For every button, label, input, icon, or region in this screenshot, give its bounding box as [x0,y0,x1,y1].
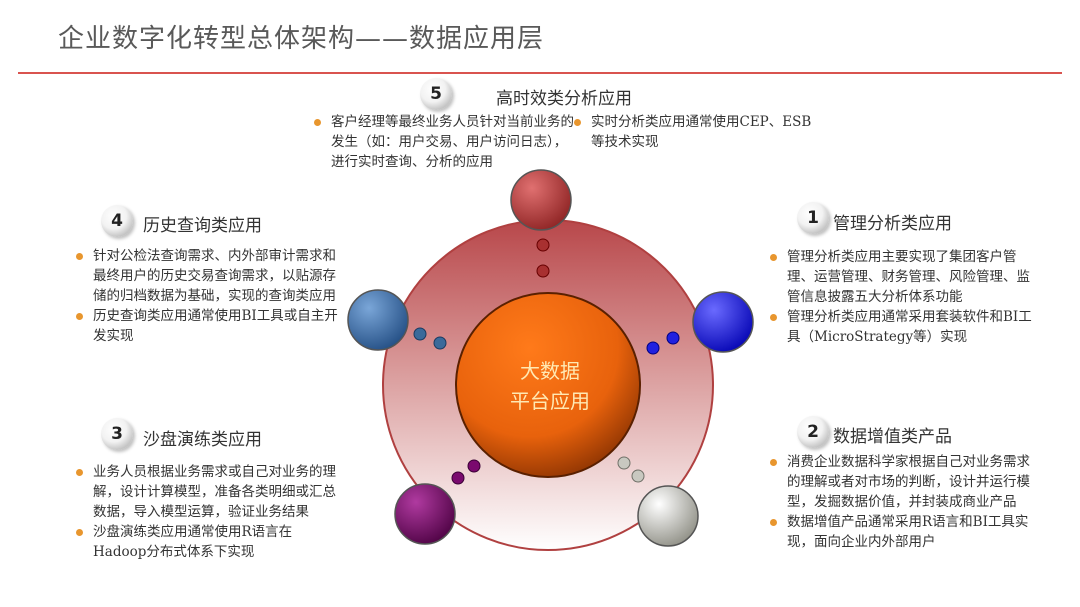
connector-dot [617,456,631,470]
connector-dot [536,264,550,278]
list-item: 实时分析类应用通常使用CEP、ESB等技术实现 [572,112,816,152]
node-management-analysis [692,291,754,353]
list-high-timeliness-right: 实时分析类应用通常使用CEP、ESB等技术实现 [572,112,816,152]
node-high-timeliness [510,169,572,231]
list-history-query: 针对公检法查询需求、内外部审计需求和最终用户的历史交易查询需求，以贴源存储的归档… [74,246,342,346]
list-sandbox: 业务人员根据业务需求或自己对业务的理解，设计计算模型，准备各类明细或汇总数据，导… [74,462,344,562]
node-history-query [347,289,409,351]
title-divider [18,72,1062,74]
list-item: 沙盘演练类应用通常使用R语言在Hadoop分布式体系下实现 [74,522,344,562]
center-label-line2: 平台应用 [510,389,590,413]
connector-dot [666,331,680,345]
heading-value-added: 数据增值类产品 [833,427,952,447]
list-item: 管理分析类应用通常采用套装软件和BI工具（MicroStrategy等）实现 [768,307,1040,347]
list-item: 消费企业数据科学家根据自己对业务需求的理解或者对市场的判断，设计并运行模型，发掘… [768,452,1040,512]
heading-management-analysis: 管理分析类应用 [833,214,952,234]
connector-dot [451,471,465,485]
list-item: 管理分析类应用主要实现了集团客户管理、运营管理、财务管理、风险管理、监管信息披露… [768,247,1040,307]
number-badge-2: 2 [797,416,829,448]
center-label: 大数据 平台应用 [470,356,630,416]
number-badge-1: 1 [797,202,829,234]
node-sandbox [394,483,456,545]
page-title: 企业数字化转型总体架构——数据应用层 [58,24,545,54]
number-badge-5: 5 [420,78,452,110]
connector-dot [413,327,427,341]
list-high-timeliness-left: 客户经理等最终业务人员针对当前业务的发生（如：用户交易、用户访问日志），进行实时… [312,112,580,172]
heading-sandbox: 沙盘演练类应用 [143,430,262,450]
connector-dot [433,336,447,350]
center-label-line1: 大数据 [520,359,580,383]
connector-dot [536,238,550,252]
connector-dot [467,459,481,473]
list-item: 针对公检法查询需求、内外部审计需求和最终用户的历史交易查询需求，以贴源存储的归档… [74,246,342,306]
list-item: 业务人员根据业务需求或自己对业务的理解，设计计算模型，准备各类明细或汇总数据，导… [74,462,344,522]
node-value-added [637,485,699,547]
number-badge-3: 3 [101,418,133,450]
list-item: 客户经理等最终业务人员针对当前业务的发生（如：用户交易、用户访问日志），进行实时… [312,112,580,172]
list-item: 数据增值产品通常采用R语言和BI工具实现，面向企业内外部用户 [768,512,1040,552]
list-item: 历史查询类应用通常使用BI工具或自主开发实现 [74,306,342,346]
connector-dot [646,341,660,355]
connector-dot [631,469,645,483]
center-hub [455,292,641,478]
list-management-analysis: 管理分析类应用主要实现了集团客户管理、运营管理、财务管理、风险管理、监管信息披露… [768,247,1040,347]
heading-high-timeliness: 高时效类分析应用 [496,89,632,109]
list-value-added: 消费企业数据科学家根据自己对业务需求的理解或者对市场的判断，设计并运行模型，发掘… [768,452,1040,552]
heading-history-query: 历史查询类应用 [143,216,262,236]
number-badge-4: 4 [101,205,133,237]
